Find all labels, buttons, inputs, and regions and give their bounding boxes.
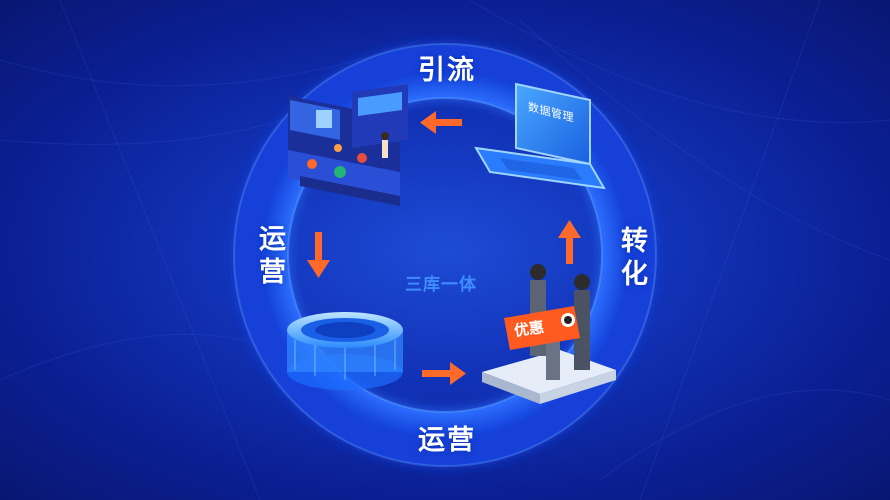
dashboard-panel-icon	[288, 84, 408, 206]
cycle-ring	[234, 44, 656, 466]
avatar-frame	[316, 110, 332, 128]
person-figure	[574, 290, 590, 370]
arrow-down-left	[307, 232, 330, 278]
coupon-icon	[504, 306, 580, 350]
person-figure	[382, 140, 388, 158]
coupon-text: 优惠	[512, 317, 546, 340]
center-label: 三库一体	[405, 275, 477, 295]
label-left: 运营	[254, 224, 285, 290]
label-top: 引流	[418, 55, 476, 86]
label-bottom: 运营	[418, 425, 476, 456]
arrow-right-bottom	[422, 362, 466, 385]
ring-outer-edge	[233, 43, 657, 467]
laptop-icon	[474, 82, 606, 190]
database-cylinder-icon	[287, 312, 403, 390]
people-platform-icon	[482, 264, 616, 404]
ring-inner-edge	[287, 97, 603, 413]
arrow-left-top	[420, 111, 462, 134]
label-right: 转化	[616, 226, 647, 292]
arrow-up-right	[558, 220, 581, 264]
